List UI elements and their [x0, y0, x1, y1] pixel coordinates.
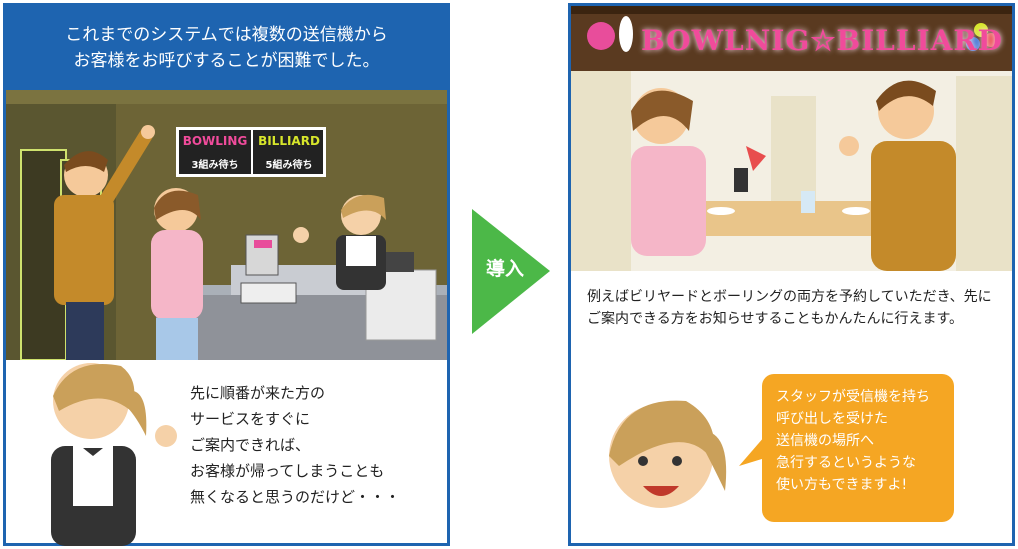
bowling-sign-label: BOWLING — [182, 134, 248, 148]
lounge-banner: BOWLNIG☆BILLIARD — [641, 24, 1003, 57]
introduce-label: 導入 — [485, 258, 524, 280]
right-speech-line-3: 送信機の場所へ — [776, 433, 874, 449]
left-speech-line-5: 無くなると思うのだけど・・・ — [190, 488, 401, 506]
left-panel: これまでのシステムでは複数の送信機から お客様をお呼びすることが困難でした。 — [3, 3, 450, 546]
worried-staff-illustration — [51, 363, 177, 546]
right-speech-line-2: 呼び出しを受けた — [776, 411, 888, 427]
left-speech-line-4: お客様が帰ってしまうことも — [190, 462, 385, 480]
counter-scene-illustration: BOWLING 3組み待ち BILLIARD 5組み待ち — [6, 90, 447, 360]
right-speech-line-5: 使い方もできますよ! — [776, 477, 908, 493]
header-line-2: お客様をお呼びすることが困難でした。 — [73, 51, 380, 71]
left-speech-line-1: 先に順番が来た方の — [190, 384, 326, 402]
billiard-sign-label: BILLIARD — [258, 134, 320, 148]
right-speech-line-1: スタッフが受信機を持ち — [776, 389, 930, 405]
left-speech-line-3: ご案内できれば、 — [190, 436, 311, 454]
wait-status-sign: BOWLING 3組み待ち BILLIARD 5組み待ち — [176, 127, 326, 177]
left-speech-text: 先に順番が来た方の サービスをすぐに ご案内できれば、 お客様が帰ってしまうこと… — [190, 380, 400, 510]
right-speech-bubble: スタッフが受信機を持ち 呼び出しを受けた 送信機の場所へ 急行するというような … — [762, 374, 954, 522]
right-panel: BOWLNIG☆BILLIARD 例えばビリヤードとボーリングの両方を予約してい… — [568, 3, 1015, 546]
speech-bubble-tail-icon — [739, 436, 765, 466]
lounge-scene-illustration: BOWLNIG☆BILLIARD — [571, 6, 1012, 271]
lounge-scene-art — [571, 6, 1012, 271]
billiard-wait-count: 5組み待ち — [265, 160, 313, 171]
right-speech-line-4: 急行するというような — [776, 455, 916, 471]
left-header: これまでのシステムでは複数の送信機から お客様をお呼びすることが困難でした。 — [6, 6, 447, 90]
introduce-arrow-icon — [472, 209, 550, 334]
counter-scene-art — [6, 90, 447, 360]
bowling-wait-count: 3組み待ち — [191, 160, 239, 171]
smiling-staff-illustration — [609, 400, 727, 508]
right-description: 例えばビリヤードとボーリングの両方を予約していただき、先にご案内できる方をお知ら… — [587, 289, 992, 327]
header-line-1: これまでのシステムでは複数の送信機から — [65, 25, 388, 45]
left-speech-line-2: サービスをすぐに — [190, 410, 311, 428]
